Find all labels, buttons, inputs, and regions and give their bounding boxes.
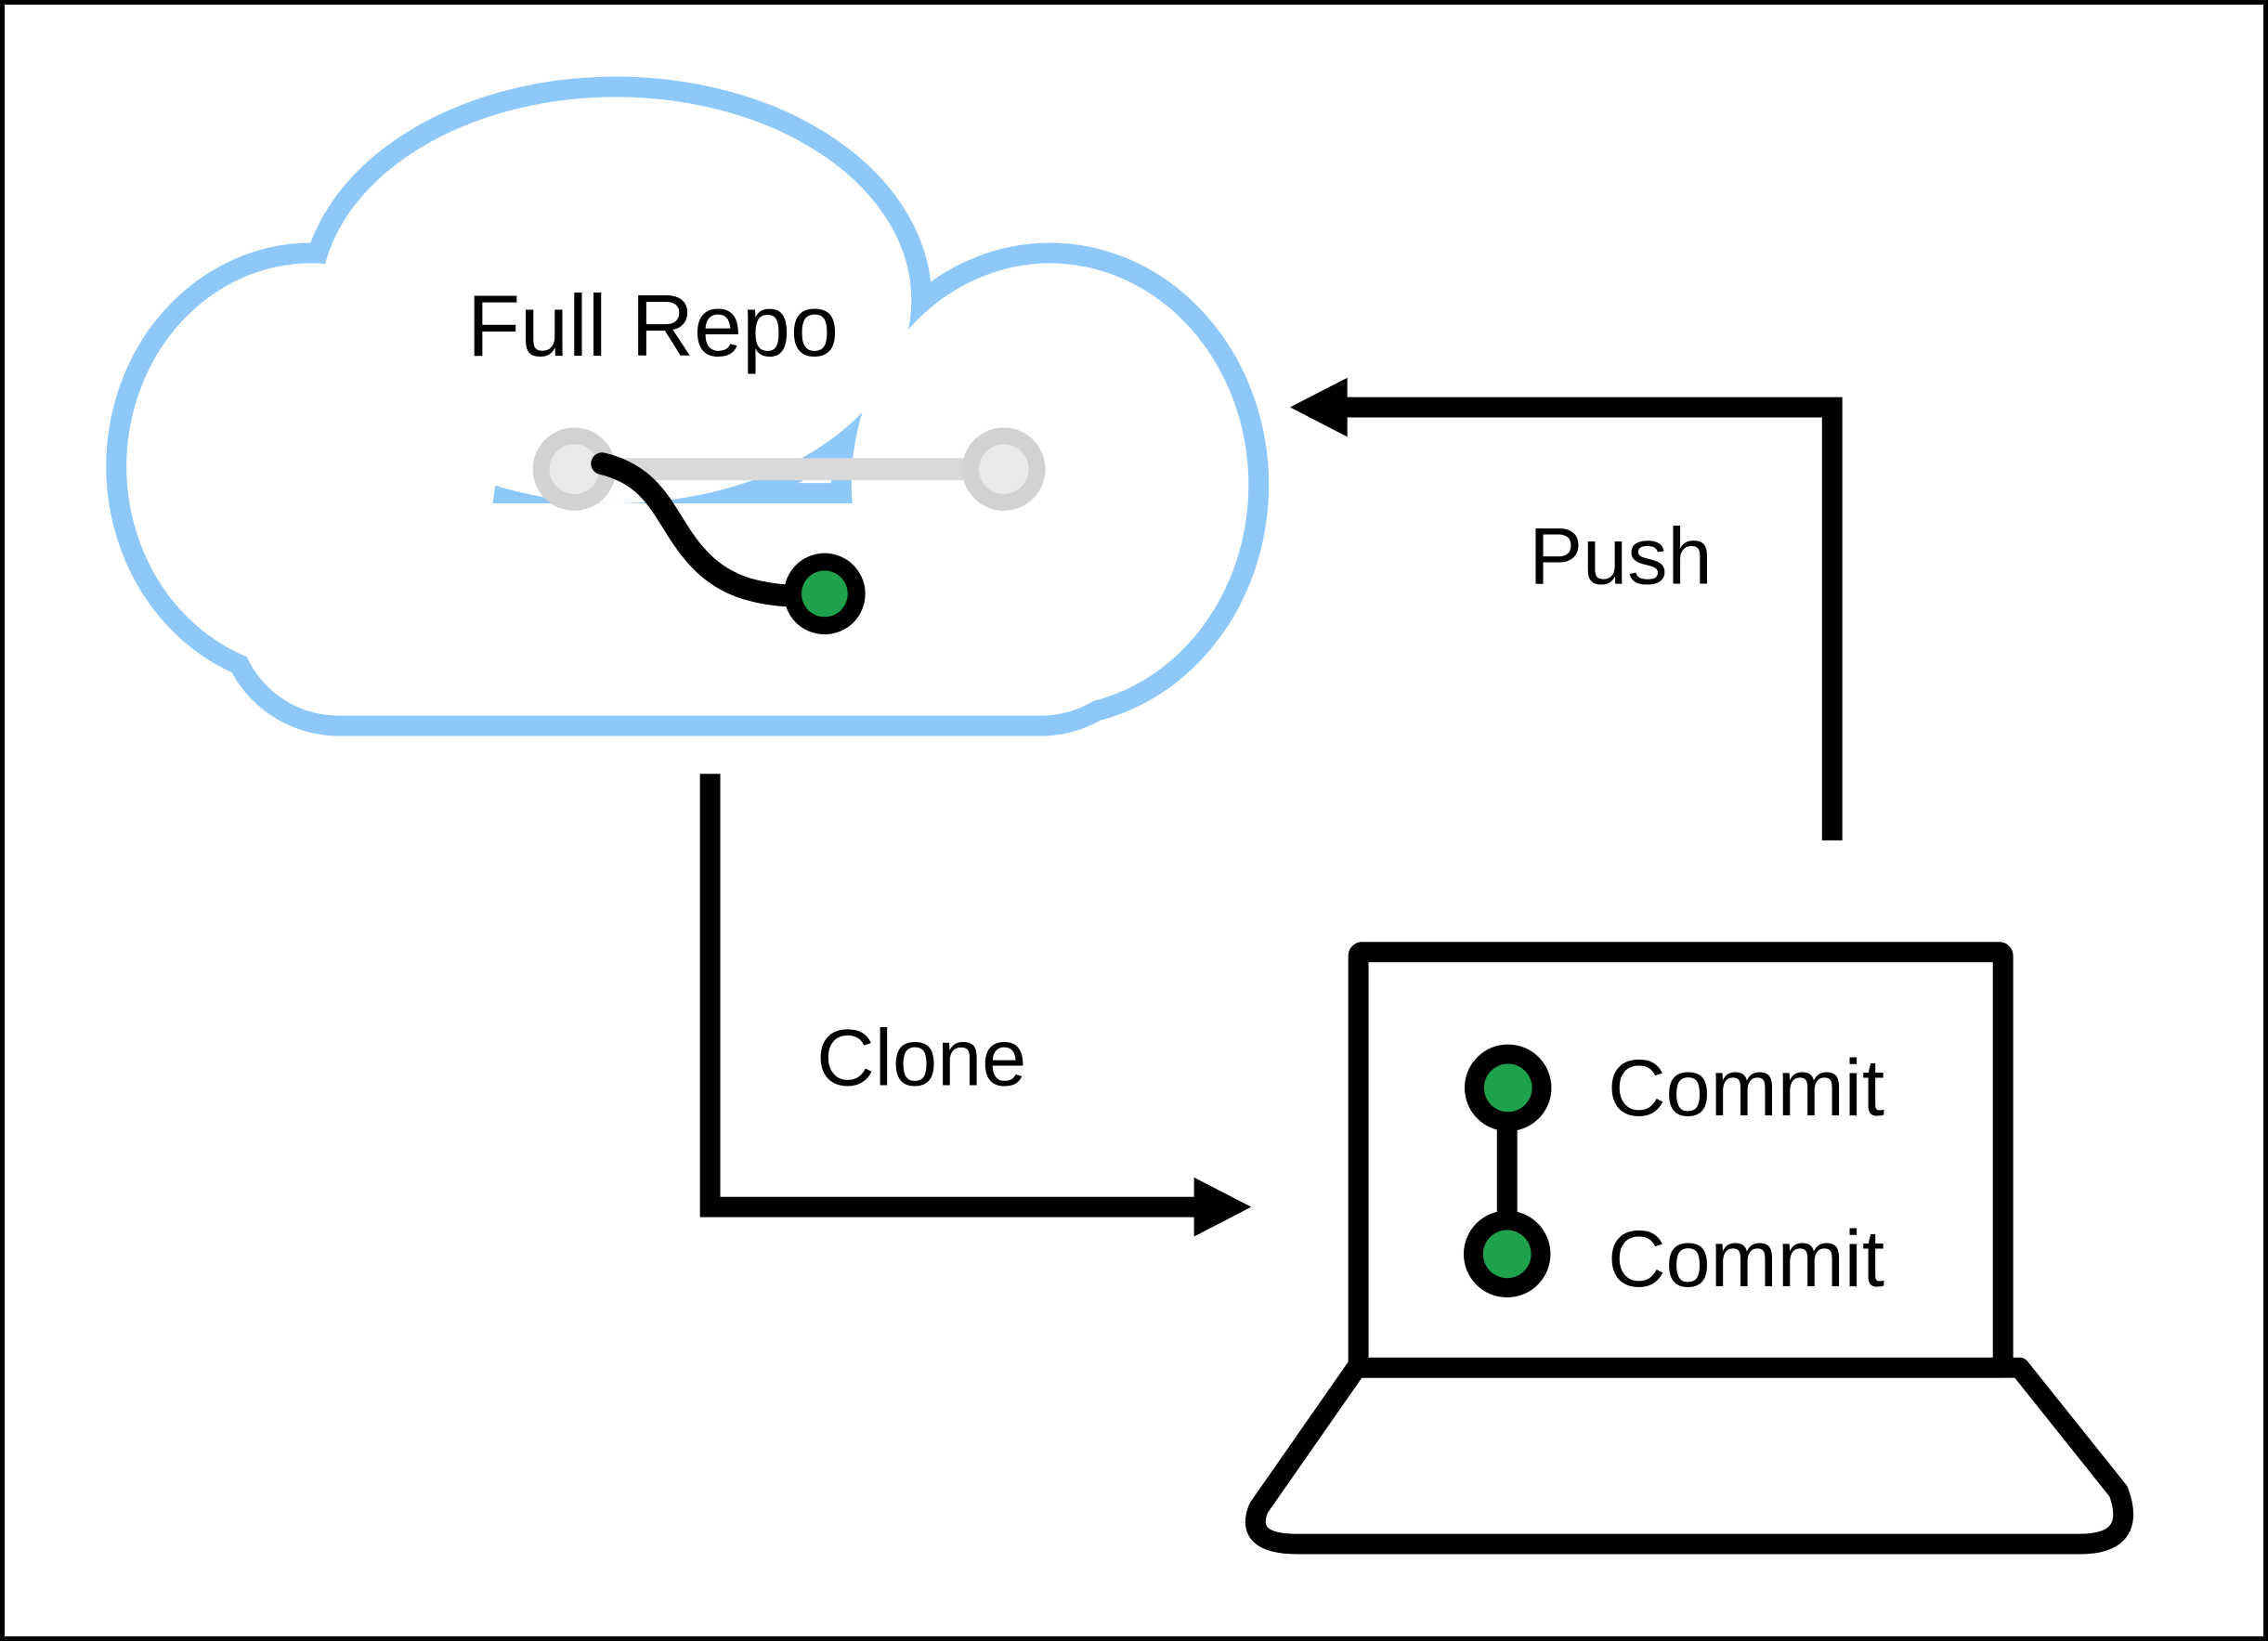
cloud-title: Full Repo [467,277,839,374]
existing-commit-node-core [978,444,1029,495]
branch-main-line [574,458,1004,481]
cloud-icon: Full Repo [106,76,1270,736]
commit-node-core [1483,1063,1532,1113]
git-workflow-diagram: Full Repo Push Clone [106,76,2134,1555]
commit-label: Commit [1608,1044,1884,1133]
new-branch-commit-node-core [802,570,848,618]
push-arrowhead-icon [1290,377,1348,437]
clone-label: Clone [816,1013,1026,1102]
clone-arrowhead-icon [1193,1177,1252,1237]
laptop-base [1245,1357,2134,1555]
clone-arrow-shaft [699,774,1198,1218]
cloud-lobe-top-fill [319,97,912,503]
push-label: Push [1529,512,1712,601]
branch-fork-curve [591,452,800,607]
cloud-body [126,97,1249,716]
push-arrow: Push [1290,377,1843,840]
clone-arrow: Clone [699,774,1252,1237]
commit-node-core [1482,1230,1532,1279]
local-commit-chain: Commit Commit [1463,1044,1884,1304]
existing-commit-node-core [549,444,600,495]
laptop-icon: Commit Commit [1245,942,2134,1555]
cloud-base-fill [237,502,1142,716]
git-branch-icon [532,427,1046,635]
push-arrow-shaft [1345,397,1843,840]
commit-label: Commit [1608,1215,1884,1304]
laptop-screen [1348,942,2014,1378]
